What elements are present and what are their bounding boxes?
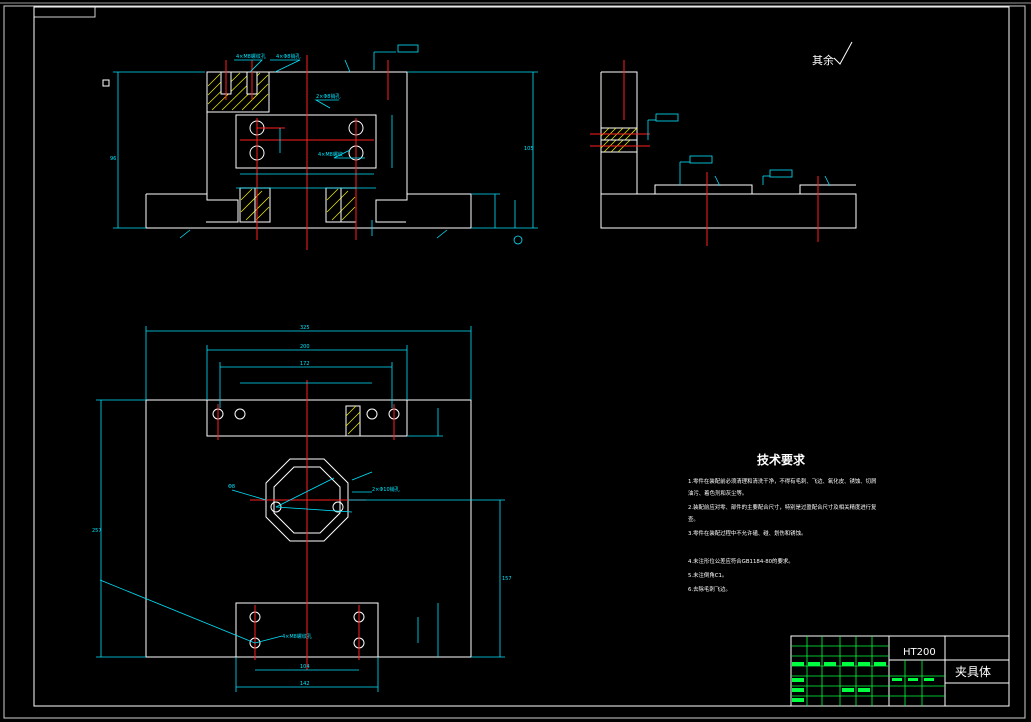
tech-requirement-line: 油污、着色剂和灰尘等。 (688, 489, 747, 497)
svg-text:2×Φ8销孔: 2×Φ8销孔 (316, 93, 341, 100)
roughness-note: 其余 (812, 53, 834, 67)
tech-requirements-title: 技术要求 (757, 452, 806, 467)
tech-requirement-line: 6.去除毛刺飞边。 (688, 585, 731, 593)
svg-text:142: 142 (300, 681, 310, 687)
svg-text:200: 200 (300, 344, 310, 350)
svg-text:104: 104 (300, 664, 310, 670)
tech-requirement-line: 1.零件在装配前必须清理和清洗干净，不得有毛刺、飞边、氧化皮、锈蚀、切屑 (688, 477, 876, 485)
technical-requirements: 技术要求 1.零件在装配前必须清理和清洗干净，不得有毛刺、飞边、氧化皮、锈蚀、切… (688, 452, 877, 593)
tech-requirement-line: 2.装配前应对零、部件的主要配合尺寸，特别是过盈配合尺寸及相关精度进行复 (688, 503, 877, 511)
title-block-part-name: 夹具体 (955, 665, 991, 679)
tech-requirement-line: 5.未注倒角C1。 (688, 571, 727, 579)
svg-text:4×M8螺纹孔: 4×M8螺纹孔 (236, 53, 266, 60)
plan-view: 325 200 172 257 157 142 104 2×Φ10销孔 Φ8 4… (92, 325, 512, 692)
side-view: 其余 (590, 41, 857, 246)
title-block: HT200 夹具体 (790, 635, 1010, 707)
svg-text:257: 257 (92, 528, 102, 534)
svg-text:157: 157 (502, 576, 512, 582)
svg-text:Φ8: Φ8 (228, 484, 235, 490)
svg-text:105: 105 (524, 146, 534, 152)
svg-text:4×M8螺纹孔: 4×M8螺纹孔 (282, 633, 312, 640)
tech-requirement-line: 3.零件在装配过程中不允许磕、碰、划伤和锈蚀。 (688, 529, 806, 537)
svg-text:325: 325 (300, 325, 310, 331)
svg-text:4×Φ8销孔: 4×Φ8销孔 (276, 53, 301, 60)
svg-text:2×Φ10销孔: 2×Φ10销孔 (372, 486, 400, 493)
svg-text:172: 172 (300, 361, 310, 367)
title-block-material: HT200 (903, 647, 936, 658)
tech-requirement-line: 查。 (688, 515, 699, 523)
tech-requirement-line: 4.未注形位公差应符合GB1184-80的要求。 (688, 557, 794, 565)
svg-text:96: 96 (110, 156, 116, 162)
svg-text:4×M8螺纹: 4×M8螺纹 (318, 151, 343, 158)
front-view: 4×M8螺纹孔 4×Φ8销孔 2×Φ8销孔 4×M8螺纹 96 105 (110, 44, 538, 250)
